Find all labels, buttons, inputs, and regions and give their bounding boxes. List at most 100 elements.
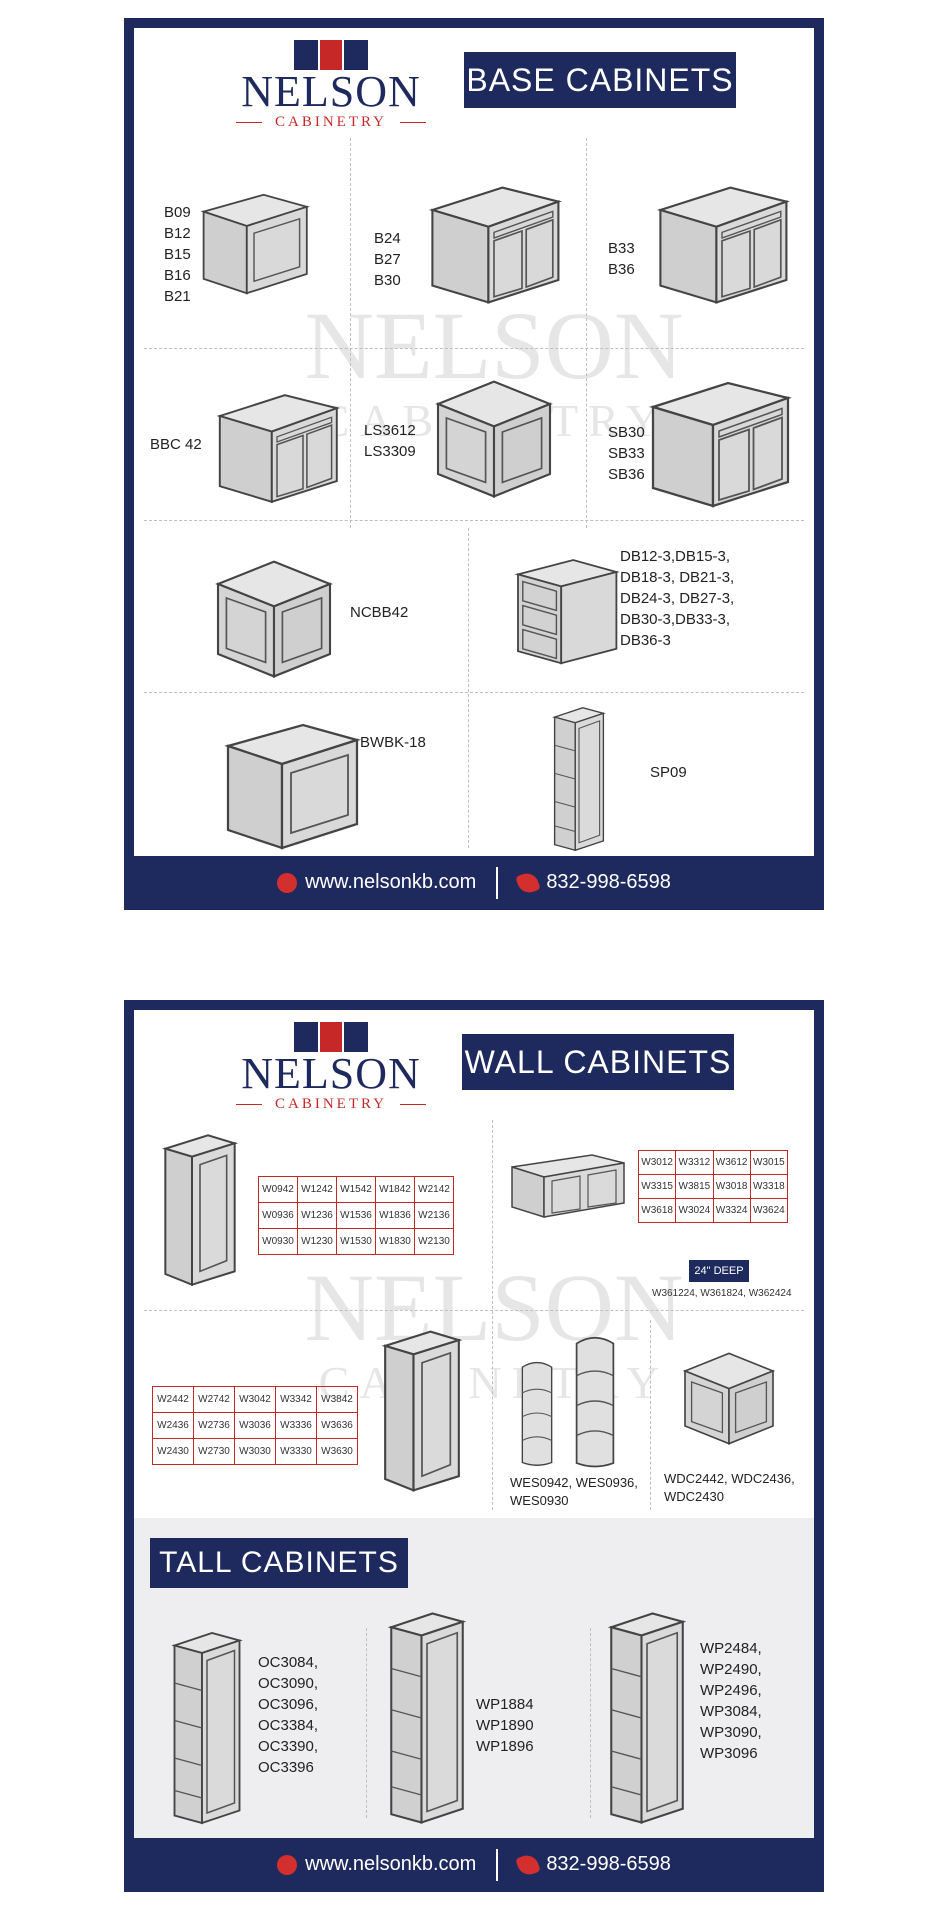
deep-items: W361224, W361824, W362424 [652,1288,792,1299]
base-cabinet-drawing [194,158,314,318]
oven-cabinet-drawing [162,1628,252,1828]
logo-doors-icon [294,1022,368,1052]
end-shelf-tall-drawing [572,1326,618,1476]
pantry-cabinet-drawing [382,1608,472,1828]
blind-corner-drawing [212,362,342,522]
grid-cell: W1530 [336,1228,376,1255]
grid-cell: W3342 [275,1386,317,1413]
footer-separator [496,867,499,899]
cabinet-label: WDC2442, WDC2436, WDC2430 [664,1471,795,1504]
website-link[interactable]: www.nelsonkb.com [277,1853,476,1876]
grid-cell: W3636 [316,1412,358,1439]
footer-separator [496,1849,499,1881]
grid-cell: W1242 [297,1176,337,1203]
wall-cabinets-sheet: NELSON CABINETRY NELSON CABINETRY WALL C… [124,1000,824,1892]
base-cabinet-drawing [652,168,792,308]
grid-cell: W0936 [258,1202,298,1229]
cabinet-label: WP2484, WP2490, WP2496, WP3084, WP3090, … [700,1640,762,1762]
wall-sheet-content: NELSON CABINETRY NELSON CABINETRY WALL C… [134,1010,814,1838]
end-shelf-drawing [514,1358,560,1468]
footer: www.nelsonkb.com 832-998-6598 [124,856,824,910]
cabinet-label: WP1884 WP1890 WP1896 [476,1696,534,1755]
cabinet-label: BWBK-18 [360,734,426,751]
logo-doors-icon [294,40,368,70]
cabinet-label: NCBB42 [350,604,409,621]
divider [350,358,351,528]
grid-cell: W1542 [336,1176,376,1203]
grid-cell: W2136 [414,1202,454,1229]
grid-cell: W1536 [336,1202,376,1229]
grid-cell: W1236 [297,1202,337,1229]
section-title: TALL CABINETS [150,1538,408,1588]
grid-cell: W3330 [275,1438,317,1465]
grid-cell: W3012 [637,1150,677,1175]
phone-link[interactable]: 832-998-6598 [515,870,671,896]
divider [650,1320,651,1510]
grid-cell: W3315 [637,1174,677,1199]
grid-cell: W3312 [675,1150,714,1175]
grid-cell: W1842 [375,1176,415,1203]
grid-cell: W3624 [749,1198,789,1223]
double-wall-cabinet-drawing [372,1326,472,1496]
base-cabinet-drawing [424,168,564,308]
grid-cell: W3318 [749,1174,789,1199]
grid-cell: W3815 [675,1174,714,1199]
logo-name: NELSON [241,1049,421,1098]
cabinet-label: BBC 42 [150,436,202,453]
tall-cabinets-section: TALL CABINETS OC3084, OC3090, OC3096, OC… [134,1518,814,1838]
cabinet-label: LS3612 LS3309 [364,422,416,460]
lazy-susan-drawing [424,362,564,502]
grid-cell: W3042 [234,1386,276,1413]
grid-cell: W3018 [712,1174,751,1199]
grid-cell: W3336 [275,1412,317,1439]
grid-cell: W3842 [316,1386,358,1413]
sink-base-drawing [644,362,794,512]
grid-cell: W2742 [193,1386,235,1413]
grid-cell: W1830 [375,1228,415,1255]
wastebasket-base-drawing [216,704,366,854]
divider [366,1628,367,1818]
grid-cell: W3324 [712,1198,751,1223]
cabinet-label: WES0942, WES0936, WES0930 [510,1475,638,1508]
grid-cell: W3036 [234,1412,276,1439]
cabinet-label: SP09 [650,764,687,781]
grid-cell: W2436 [152,1412,194,1439]
deep-badge: 24" DEEP [689,1260,749,1282]
logo-subtitle: CABINETRY [236,1096,426,1112]
grid-cell: W1836 [375,1202,415,1229]
divider [590,1628,591,1818]
wide-wall-cabinet-drawing [508,1150,628,1222]
cabinet-label: B33 B36 [608,240,635,278]
divider [492,1120,493,1510]
logo-name: NELSON [241,67,421,116]
nelson-logo: NELSON CABINETRY [236,40,426,130]
phone-link[interactable]: 832-998-6598 [515,1852,671,1878]
phone-icon [515,1852,542,1878]
divider [468,528,469,848]
grid-cell: W1230 [297,1228,337,1255]
wall-cabinet-drawing [160,1130,240,1290]
cabinet-label: OC3084, OC3090, OC3096, OC3384, OC3390, … [258,1654,319,1776]
divider [144,520,804,521]
base-sheet-content: NELSON CABINETRY NELSON CABINETRY BASE C… [134,28,814,856]
website-link[interactable]: www.nelsonkb.com [277,871,476,894]
divider [586,138,587,356]
grid-cell: W0930 [258,1228,298,1255]
grid-cell: W3612 [712,1150,751,1175]
grid-cell: W2736 [193,1412,235,1439]
divider [144,1310,804,1311]
page-title: BASE CABINETS [464,52,736,108]
globe-icon [277,873,298,894]
grid-cell: W3015 [749,1150,789,1175]
grid-cell: W2430 [152,1438,194,1465]
page-title: WALL CABINETS [462,1034,734,1090]
corner-base-drawing [204,542,344,682]
grid-cell: W3618 [637,1198,677,1223]
divider [586,358,587,528]
